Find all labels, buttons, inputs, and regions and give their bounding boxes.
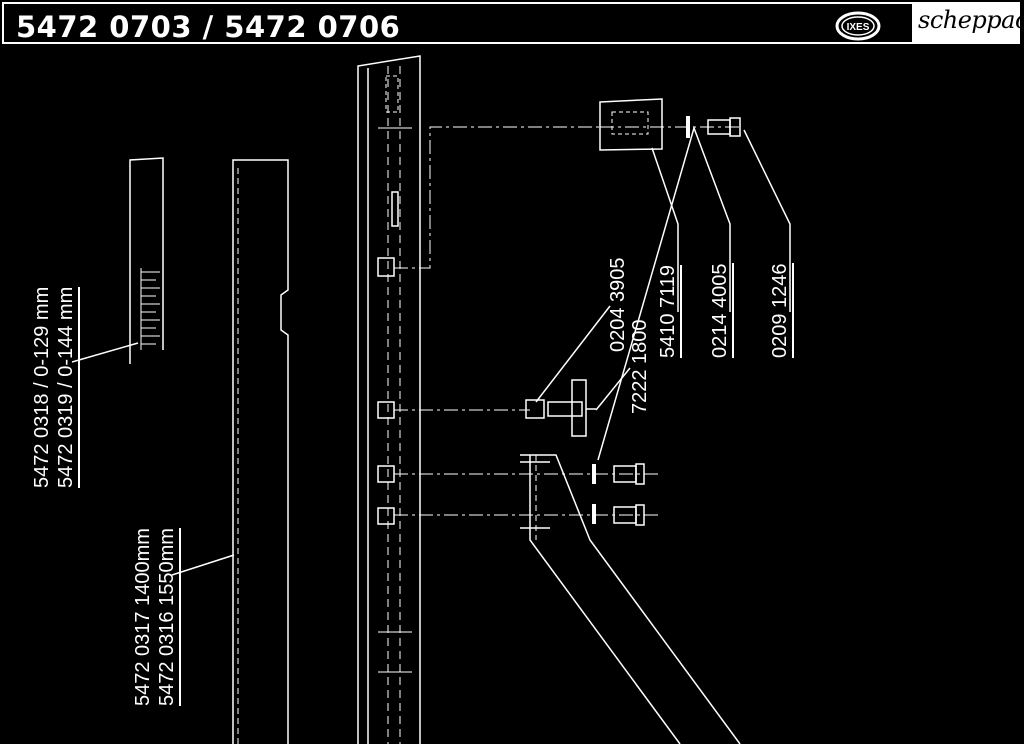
part-label-02144005: 0214 4005 [708, 263, 734, 358]
brand-logo: scheppach [912, 4, 1024, 42]
fence-slots [378, 127, 412, 673]
end-cap-bracket [599, 98, 741, 151]
part-label-72221800: 7222 1800 [629, 319, 651, 414]
support-arm [520, 454, 741, 744]
rail-profile [232, 159, 289, 744]
part-label-54107119: 5410 7119 [656, 264, 682, 358]
certification-logo-text: IXES [847, 22, 870, 33]
leader-lines [71, 125, 791, 576]
scale-ticks [141, 271, 160, 345]
document-title: 5472 0703 / 5472 0706 [16, 10, 401, 44]
fence-body [357, 55, 421, 744]
clamp-knob [525, 379, 596, 437]
header-bar: 5472 0703 / 5472 0706 IXES scheppach [2, 2, 1024, 44]
part-label-scale: 5472 0318 / 0-129 mm 5472 0319 / 0-144 m… [30, 286, 80, 488]
brand-name: scheppach [918, 6, 1024, 34]
certification-logo: IXES [835, 11, 881, 41]
lower-bolts [592, 463, 645, 526]
part-label-02043905: 0204 3905 [607, 257, 629, 352]
centerlines [394, 126, 740, 516]
part-label-rail: 5472 0317 1400mm 5472 0316 1550mm [131, 528, 181, 706]
drawing-canvas [71, 55, 791, 744]
part-label-02091246: 0209 1246 [768, 263, 794, 358]
scale-ruler [129, 157, 164, 364]
exploded-parts-drawing: 5472 0318 / 0-129 mm 5472 0319 / 0-144 m… [0, 46, 1024, 744]
